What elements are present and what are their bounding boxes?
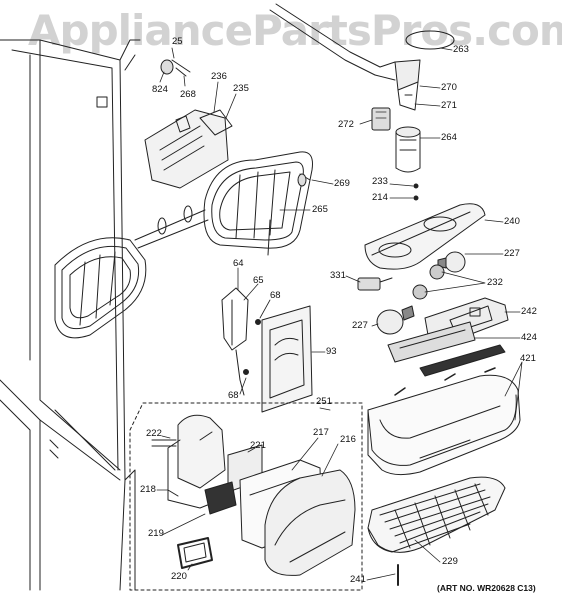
part-219-foam xyxy=(204,481,237,515)
label-233: 233 xyxy=(372,176,388,187)
label-270: 270 xyxy=(441,82,457,93)
part-272-bracket xyxy=(371,107,391,131)
label-421: 421 xyxy=(520,353,536,364)
label-242: 242 xyxy=(521,306,537,317)
coil-assembly xyxy=(54,151,313,339)
label-263: 263 xyxy=(453,44,469,55)
part-229-grille xyxy=(367,476,506,553)
dispenser-parts xyxy=(221,287,313,413)
valve-housing xyxy=(394,59,421,111)
label-214: 214 xyxy=(372,192,388,203)
label-25: 25 xyxy=(172,36,183,47)
label-222: 222 xyxy=(146,428,162,439)
label-264: 264 xyxy=(441,132,457,143)
label-229: 229 xyxy=(442,556,458,567)
label-268: 268 xyxy=(180,89,196,100)
water-tube xyxy=(269,3,455,81)
label-240: 240 xyxy=(504,216,520,227)
label-217: 217 xyxy=(313,427,329,438)
label-64: 64 xyxy=(233,258,244,269)
part-236-235-panel xyxy=(144,109,233,189)
part-216-cover xyxy=(264,469,356,576)
part-272-detail xyxy=(375,111,387,119)
label-68-top: 68 xyxy=(270,290,281,301)
part-824-fitting xyxy=(160,59,174,75)
part-421-tray xyxy=(367,367,521,476)
watermark: AppliancePartsPros.com xyxy=(28,6,562,55)
label-424: 424 xyxy=(521,332,537,343)
label-251: 251 xyxy=(316,396,332,407)
label-227-top: 227 xyxy=(504,248,520,259)
light-bulbs xyxy=(376,251,466,335)
sockets xyxy=(357,264,445,300)
label-331: 331 xyxy=(330,270,346,281)
label-227-lower: 227 xyxy=(352,320,368,331)
label-216: 216 xyxy=(340,434,356,445)
part-240-light-cover xyxy=(364,203,486,270)
part-264-cylinder xyxy=(395,126,421,173)
label-236: 236 xyxy=(211,71,227,82)
label-824: 824 xyxy=(152,84,168,95)
part-268-pin xyxy=(171,59,191,77)
part-222-duct xyxy=(151,414,226,497)
label-221: 221 xyxy=(250,440,266,451)
assembly-251-box xyxy=(129,402,363,591)
screw-214 xyxy=(413,195,419,201)
label-271: 271 xyxy=(441,100,457,111)
label-241: 241 xyxy=(350,574,366,585)
label-235: 235 xyxy=(233,83,249,94)
art-number: (ART NO. WR20628 C13) xyxy=(437,583,536,593)
label-265: 265 xyxy=(312,204,328,215)
label-219: 219 xyxy=(148,528,164,539)
label-218: 218 xyxy=(140,484,156,495)
label-65: 65 xyxy=(253,275,264,286)
label-220: 220 xyxy=(171,571,187,582)
label-269: 269 xyxy=(334,178,350,189)
label-272: 272 xyxy=(338,119,354,130)
label-93: 93 xyxy=(326,346,337,357)
label-232: 232 xyxy=(487,277,503,288)
label-68-lower: 68 xyxy=(228,390,239,401)
screw-233 xyxy=(413,183,419,189)
part-220-gasket-inner xyxy=(183,542,207,563)
leader-lines xyxy=(156,47,523,581)
part-424-switch xyxy=(387,321,506,377)
part-220-gasket xyxy=(177,537,213,569)
cabinet-liner xyxy=(0,39,141,591)
